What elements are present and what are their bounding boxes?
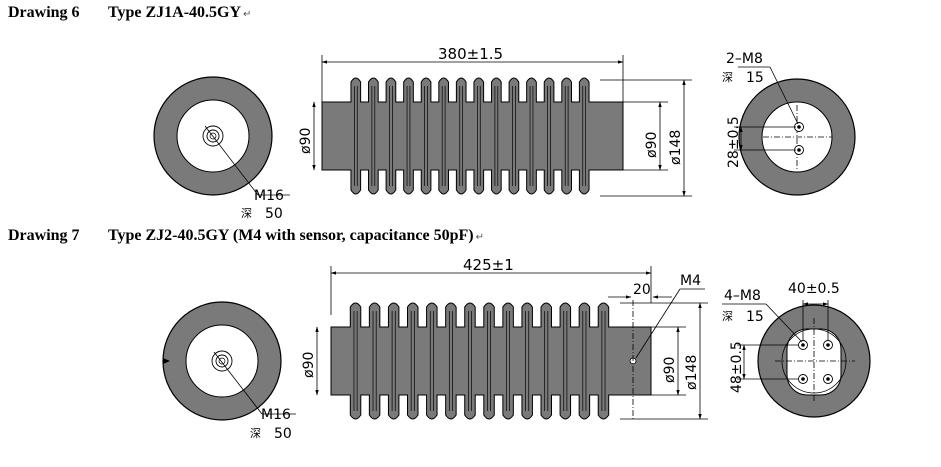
d6-left-dia: ø90 (298, 128, 314, 154)
drawing6-label: Drawing 6 (8, 4, 80, 21)
drawing6-heading: Drawing 6 Type ZJ1A-40.5GY↵ (8, 4, 251, 22)
d6-depth-left-char: 深 (241, 207, 252, 220)
drawing7-title: Type ZJ2-40.5GY (M4 with sensor, capacit… (108, 227, 474, 244)
d7-spacing-h: 40±0.5 (788, 281, 840, 297)
d7-left-dia: ø90 (301, 352, 317, 378)
d6-left-end-view: M16 深 50 (153, 76, 290, 222)
d6-thread-left: M16 (254, 188, 284, 204)
d7-sensor-offset: 20 (633, 282, 651, 298)
d6-thread-right: 2–M8 (726, 51, 763, 67)
drawing7-heading: Drawing 7 Type ZJ2-40.5GY (M4 with sensor… (8, 227, 484, 245)
d7-insulator-body: 425±1 20 M4 ø90 ø90 ø148 (301, 256, 708, 420)
d7-depth-right-char: 深 (722, 310, 733, 323)
d7-left-end-view: M16 深 50 (162, 301, 296, 442)
d7-length-dim: 425±1 (463, 256, 514, 274)
d6-length-dim: 380±1.5 (438, 45, 503, 63)
d7-right-end-view: 40±0.5 48±0.5 4–M8 深 15 (722, 281, 871, 418)
d7-thread-right: 4–M8 (724, 288, 761, 304)
m8-holes (798, 340, 833, 384)
d6-depth-left: 50 (265, 206, 283, 222)
d6-outer-dia: ø148 (668, 130, 684, 165)
d6-insulator-body: 380±1.5 ø90 ø90 ø148 (298, 45, 692, 197)
d7-right-dia: ø90 (662, 357, 678, 383)
d7-thread-left: M16 (261, 407, 291, 423)
d7-spacing-v: 48±0.5 (729, 341, 745, 393)
d6-depth-right-char: 深 (722, 71, 733, 84)
d6-right-dia: ø90 (644, 132, 660, 158)
d7-sensor-thread: M4 (680, 273, 701, 289)
return-mark: ↵ (475, 232, 484, 243)
return-mark: ↵ (243, 9, 252, 20)
d7-depth-left-char: 深 (250, 427, 261, 440)
d6-right-end-view: 28±0.5 2–M8 深 15 (722, 51, 856, 196)
d6-spacing-dim: 28±0.5 (726, 116, 742, 168)
d6-depth-right: 15 (746, 70, 764, 86)
drawing7-label: Drawing 7 (8, 227, 80, 244)
d7-outer-dia: ø148 (684, 355, 700, 390)
d7-depth-left: 50 (274, 426, 292, 442)
drawing6-title: Type ZJ1A-40.5GY (108, 4, 242, 21)
d7-depth-right: 15 (746, 309, 764, 325)
